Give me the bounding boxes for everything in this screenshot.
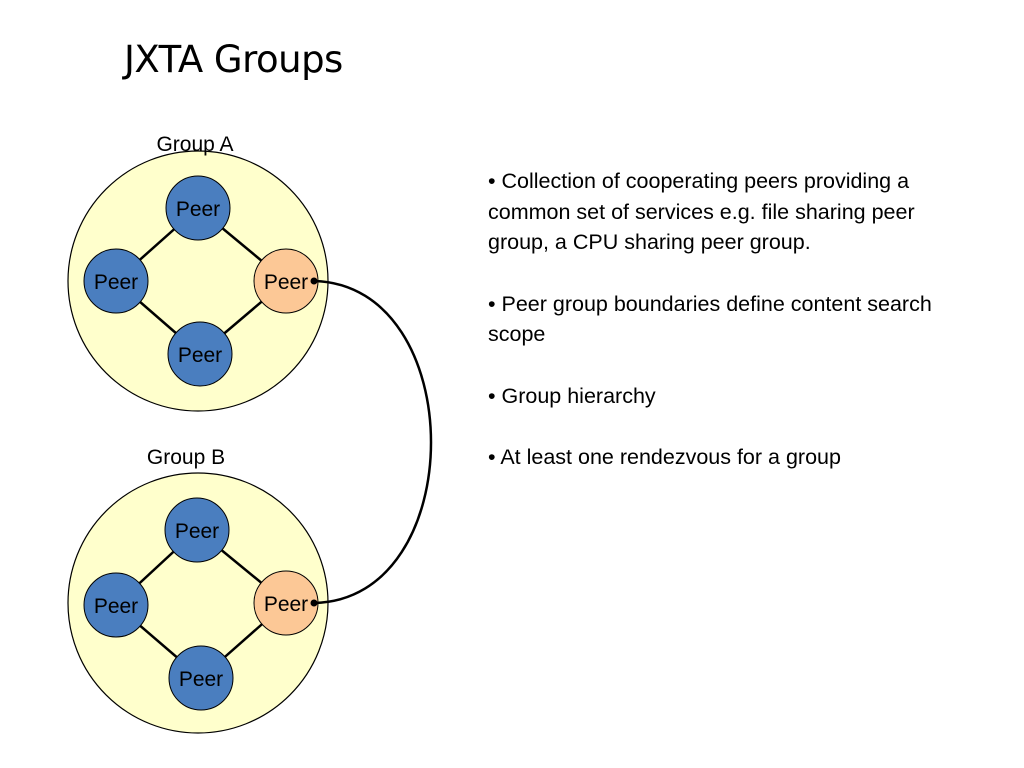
svg-text:Peer: Peer [179,668,223,691]
bullet-item: • Group hierarchy [488,383,656,408]
group-a: Group A Peer Peer Peer Peer [67,133,329,412]
group-b-label: Group B [147,446,225,469]
peer-node: Peer [167,321,233,387]
svg-text:Peer: Peer [94,271,138,294]
slide-title: JXTA Groups [124,38,343,81]
svg-text:Peer: Peer [175,520,219,543]
svg-text:Peer: Peer [94,595,138,618]
svg-text:Peer: Peer [176,198,220,221]
bullet-item: • At least one rendezvous for a group [488,445,841,469]
connection-endpoint-dot [310,277,318,285]
rendezvous-peer-node: Peer [253,248,319,314]
svg-text:Peer: Peer [264,271,308,294]
rendezvous-connection-curve [313,279,433,605]
rendezvous-peer-node: Peer [253,570,319,636]
peer-node: Peer [83,572,149,638]
group-b: Group B Peer Peer Peer Peer [67,446,329,734]
peer-node: Peer [83,248,149,314]
rendezvous-connection [310,277,433,607]
bullet-list: • Collection of cooperating peers provid… [488,166,968,504]
peer-node: Peer [165,175,231,241]
connection-endpoint-dot [310,599,318,607]
peer-node: Peer [164,497,230,563]
bullet-item: • Collection of cooperating peers provid… [488,169,915,254]
group-a-label: Group A [156,133,233,156]
svg-text:Peer: Peer [264,593,308,616]
svg-text:Peer: Peer [178,344,222,367]
bullet-item: • Peer group boundaries define content s… [488,291,932,347]
peer-node: Peer [168,645,234,711]
